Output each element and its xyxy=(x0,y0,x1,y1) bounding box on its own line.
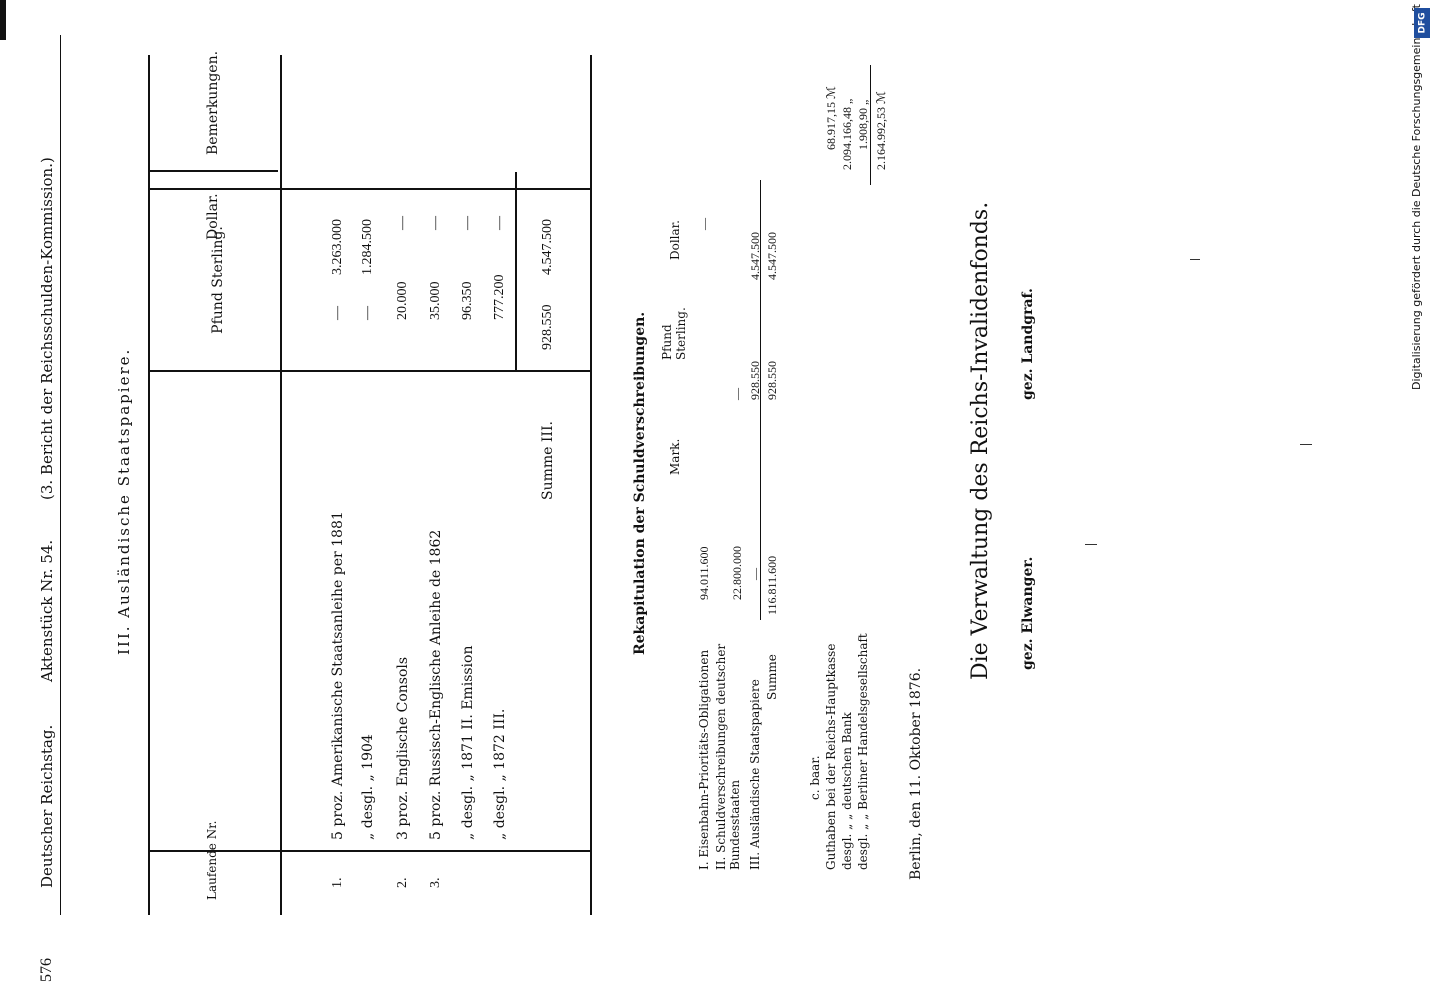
cash-row-amount: 68.917,15 ℳ xyxy=(824,86,838,150)
recap-sum-pfund: 928.550 xyxy=(765,361,779,400)
row-dollar: — xyxy=(395,216,410,230)
footer-sign-2: gez. Landgraf. xyxy=(1020,288,1036,400)
recap-row-label: III. Ausländische Staatspapiere xyxy=(748,679,762,870)
col-sep-dollar xyxy=(148,170,278,172)
row-number: 2. xyxy=(395,877,410,889)
header-right: (3. Bericht der Reichsschulden-Kommissio… xyxy=(38,157,56,500)
scan-edge-mark xyxy=(0,0,6,40)
header-laufende-nr: Laufende Nr. xyxy=(205,820,219,900)
header-bemerkungen: Bemerkungen. xyxy=(205,50,221,155)
footer-sign-1: gez. Elwanger. xyxy=(1020,556,1036,670)
footer-date: Berlin, den 11. Oktober 1876. xyxy=(908,667,924,880)
header-middle: Aktenstück Nr. 54. xyxy=(38,539,56,682)
recap-sum-dollar: 4.547.500 xyxy=(765,232,779,280)
header-rule xyxy=(60,35,61,915)
table-header-rule xyxy=(280,55,282,915)
row-description: 5 proz. Russisch-Englische Anleihe de 18… xyxy=(428,529,444,840)
recap-col-mark: Mark. xyxy=(668,438,682,475)
recap-row-mark: 22.800.000 xyxy=(730,546,744,600)
row-dollar: 1.284.500 xyxy=(360,219,375,275)
cash-row-label: desgl. „ „ deutschen Bank xyxy=(840,712,854,870)
cash-sum-rule xyxy=(870,65,871,185)
row-description: „ desgl. „ 1871 II. Emission xyxy=(460,645,476,840)
table-bottom-rule xyxy=(590,55,592,915)
section-title: III. Ausländische Staatspapiere. xyxy=(115,347,133,655)
row-pfund: — xyxy=(360,306,375,320)
sum-dollar: 4.547.500 xyxy=(540,219,555,275)
row-pfund: 777.200 xyxy=(492,274,507,321)
recap-title: Rekapitulation der Schuldverschreibungen… xyxy=(632,311,648,655)
recap-row-dollar: — xyxy=(697,218,711,230)
cash-row-amount: 2.094.166,48 „ xyxy=(840,98,854,170)
row-description: 3 proz. Englische Consols xyxy=(395,656,411,840)
recap-sum-rule xyxy=(760,180,761,620)
recap-col-dollar: Dollar. xyxy=(668,220,682,260)
scan-speck xyxy=(1085,544,1097,545)
page-number: 576 xyxy=(38,958,55,982)
recap-sum-label: Summe xyxy=(765,654,779,700)
row-dollar: — xyxy=(492,216,507,230)
footer-authority: Die Verwaltung des Reichs-Invalidenfonds… xyxy=(968,201,993,680)
table-top-rule xyxy=(148,55,150,915)
sum-pfund: 928.550 xyxy=(540,304,555,351)
row-pfund: 20.000 xyxy=(395,281,410,321)
cash-row-label: Guthaben bei der Reichs-Hauptkasse xyxy=(824,643,838,870)
row-pfund: — xyxy=(330,306,345,320)
recap-sum-mark: 116.811.600 xyxy=(765,555,779,615)
row-pfund: 35.000 xyxy=(428,281,443,321)
cash-title: c. baar. xyxy=(808,755,822,800)
row-dollar: 3.263.000 xyxy=(330,219,345,275)
cash-row-label: desgl. „ „ Berliner Handelsgesellschaft xyxy=(856,633,870,870)
recap-row-label: I. Eisenbahn-Prioritäts-Obligationen xyxy=(697,649,711,870)
recap-row-label: II. Schuldverschreibungen deutscher Bund… xyxy=(714,643,742,870)
col-sep-desc xyxy=(148,370,592,372)
row-dollar: — xyxy=(460,216,475,230)
dfg-logo: DFG xyxy=(1414,8,1430,38)
row-description: 5 proz. Amerikanische Staatsanleihe per … xyxy=(330,511,346,840)
recap-col-pfund: Pfund Sterling. xyxy=(660,307,688,360)
cash-row-amount: 1.908,90 „ xyxy=(856,99,870,150)
row-pfund: 96.350 xyxy=(460,281,475,321)
row-description: „ desgl. „ 1872 III. xyxy=(492,708,508,840)
recap-row-mark: 94.011.600 xyxy=(697,546,711,600)
cash-total: 2.164.992,53 ℳ xyxy=(874,91,888,170)
scan-speck xyxy=(1300,444,1312,445)
row-number: 3. xyxy=(428,877,443,889)
scan-speck xyxy=(1190,259,1200,260)
row-number: 1. xyxy=(330,877,345,889)
sum-rule xyxy=(515,172,517,372)
header-left: Deutscher Reichstag. xyxy=(38,724,56,888)
recap-row-pfund: — xyxy=(730,388,744,400)
header-dollar: Dollar. xyxy=(205,193,221,240)
row-description: „ desgl. „ 1904 xyxy=(360,734,376,840)
sum-label: Summe III. xyxy=(540,421,556,500)
row-dollar: — xyxy=(428,216,443,230)
